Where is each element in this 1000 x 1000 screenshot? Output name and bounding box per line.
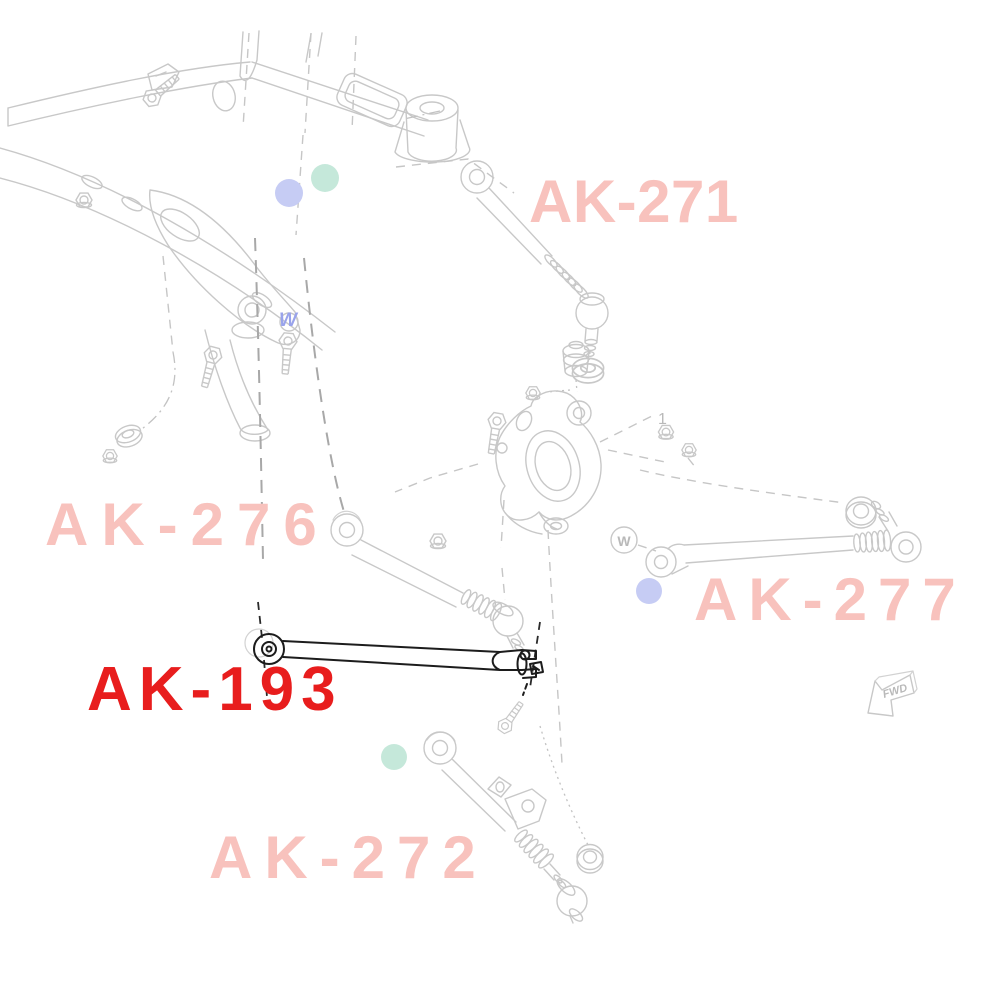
arm-ak193-highlighted <box>244 601 544 737</box>
tie-rod-end <box>492 601 525 652</box>
w-circle <box>610 526 638 554</box>
nut-icon <box>525 386 541 401</box>
bolt-icon <box>195 344 225 390</box>
tie-rod-end <box>870 500 922 563</box>
bolt-icon <box>494 698 528 737</box>
nut-icon <box>681 443 697 458</box>
label-ak276: AK-276 <box>45 491 330 558</box>
callout-1: 1 <box>658 411 667 428</box>
bellows <box>514 829 555 869</box>
bump-stop <box>562 340 590 378</box>
arm-ak271 <box>460 160 609 384</box>
label-ak277: AK-277 <box>694 566 967 633</box>
washer-icon <box>112 421 146 451</box>
dot-blue-subframe <box>275 179 303 207</box>
bellows <box>460 589 503 622</box>
nut-icon <box>429 533 447 550</box>
highlight-dots <box>275 164 662 770</box>
bolt-icon <box>275 331 299 376</box>
w-marker-circled: W <box>617 533 631 549</box>
bushing-washer <box>576 843 604 874</box>
subframe-bushing-cup <box>394 94 471 163</box>
arm-ak276 <box>330 510 525 652</box>
tie-rod-end <box>543 863 588 924</box>
bolt-icon <box>481 411 508 456</box>
small-annotations: W W 1 <box>279 310 667 554</box>
label-ak272: AK-272 <box>209 824 488 891</box>
bellows <box>853 529 892 553</box>
label-ak193-highlighted: AK-193 <box>87 655 343 724</box>
bellows <box>544 254 589 299</box>
dot-blue-ak277 <box>636 578 662 604</box>
subframe-assembly <box>0 30 471 464</box>
label-ak271: AK-271 <box>529 168 739 235</box>
dot-teal-ak272 <box>381 744 407 770</box>
dot-teal-subframe <box>311 164 339 192</box>
fwd-direction-arrow: FWD <box>867 670 918 717</box>
arm-ak272 <box>423 731 604 924</box>
bushing-washer <box>845 496 877 529</box>
tie-rod-end <box>575 292 609 358</box>
w-marker-blue: W <box>279 310 299 331</box>
arm-ak277 <box>645 496 922 578</box>
nut-icon <box>102 449 118 464</box>
knuckle-assembly <box>481 340 697 535</box>
nut-icon <box>75 192 93 209</box>
